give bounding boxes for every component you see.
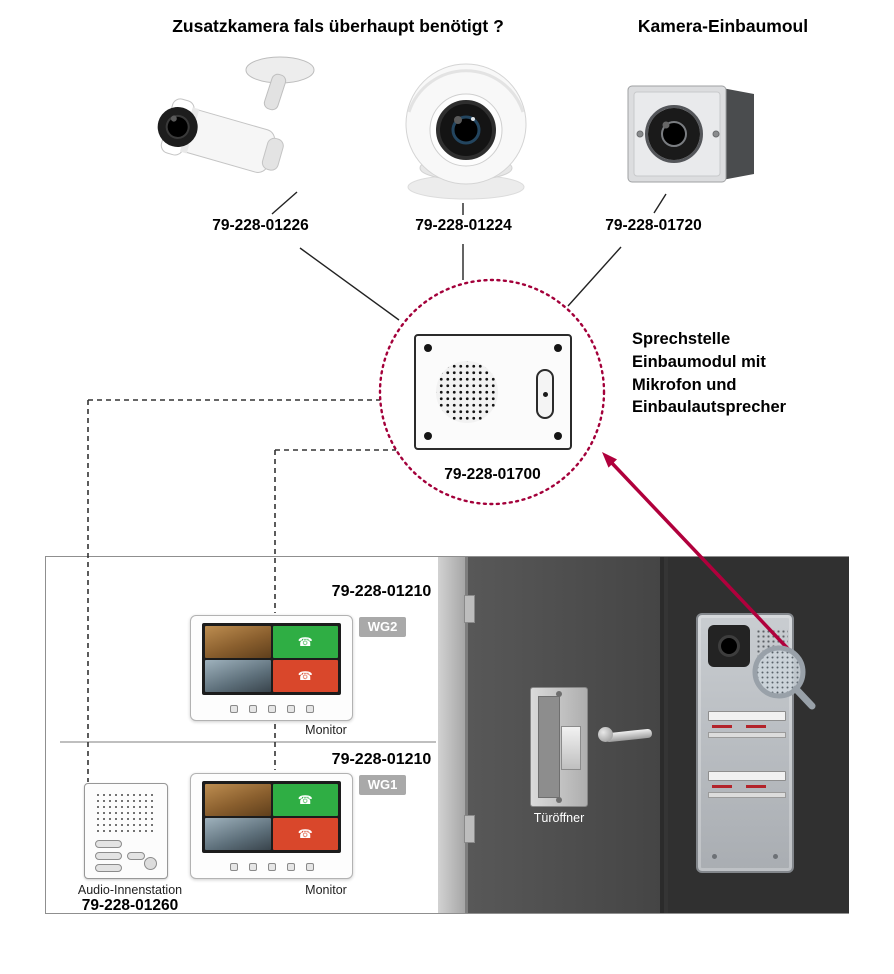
screw-icon [773,854,778,859]
hinge-icon [464,815,475,843]
audio-station-caption: Audio-Innenstation [77,883,183,897]
part-number-audio-station: 79-228-01260 [81,897,179,914]
call-button [708,792,786,798]
monitor-caption: Monitor [305,723,347,737]
phone-icon: ☎ [297,669,313,683]
door-frame [438,557,468,913]
monitor-touch-buttons [191,705,352,713]
monitor-button-icon [305,863,314,871]
nameplate-accents [708,725,786,728]
monitor-screen: ☎ ☎ [202,781,341,853]
indoor-monitor-wg1: ☎ ☎ [190,773,353,879]
microphone-hole-icon [542,391,548,397]
part-number-monitor-wg2: 79-228-01210 [331,583,432,600]
phone-icon: ☎ [297,635,313,649]
camera-view-tile [205,626,271,658]
monitor-button-icon [229,863,238,871]
flush-camera-drawing [627,85,754,183]
screw-icon [712,854,717,859]
answer-call-tile: ☎ [272,626,338,658]
part-number-monitor-wg1: 79-228-01210 [331,751,432,768]
nameplate [708,711,786,721]
description-line: Einbaumodul mit [632,352,766,371]
strike-latch [561,726,581,770]
camera-view-tile [205,660,271,692]
call-button-row [708,771,786,798]
monitor-button-icon [229,705,238,713]
end-call-tile: ☎ [272,818,338,850]
part-number-dome-camera: 79-228-01224 [415,217,512,234]
speaker-grille [436,361,498,423]
flush-camera-module-illustration [622,78,764,190]
description-line: Sprechstelle [632,330,731,348]
door-opener-label: Türöffner [533,811,585,825]
camera-view-tile [205,818,271,850]
station-button [127,852,145,860]
door-station-panel [696,613,794,873]
title-camera-module: Kamera-Einbaumoul [637,16,809,36]
monitor-touch-buttons [191,863,352,871]
apartment-badge-wg2: WG2 [359,617,406,637]
microphone-slot [536,369,554,419]
entrance-door-photo: Türöffner [438,557,849,913]
phone-icon: ☎ [297,793,313,807]
call-button-row [708,711,786,738]
door-handle-rosette [598,727,613,742]
part-number-bullet-camera: 79-228-01226 [212,217,309,234]
red-accent [746,725,766,728]
red-accent [746,785,766,788]
camera-view-tile [205,784,271,816]
station-button [95,864,122,872]
monitor-caption: Monitor [305,883,347,897]
indoor-system-panel: 79-228-01210 ☎ ☎ WG2 Monitor [45,556,849,914]
part-number-speech-module: 79-228-01700 [444,466,541,483]
station-button [95,840,122,848]
screw-icon [554,432,562,440]
monitor-button-icon [248,705,257,713]
indoor-monitor-wg2: ☎ ☎ [190,615,353,721]
answer-call-tile: ☎ [272,784,338,816]
monitor-button-icon [305,705,314,713]
speech-module-description: Sprechstelle Einbaumodul mit Mikrofon un… [632,328,786,419]
door-station-camera [708,625,750,667]
screw-icon [556,691,562,697]
screw-icon [424,344,432,352]
camera-lens-icon [718,635,740,657]
end-call-tile: ☎ [272,660,338,692]
nameplate [708,771,786,781]
monitor-button-icon [286,863,295,871]
screw-icon [554,344,562,352]
nameplate-accents [708,785,786,788]
bullet-camera-drawing [157,56,315,173]
screw-icon [556,797,562,803]
title-extra-camera: Zusatzkamera fals überhaupt benötigt ? [172,16,504,36]
description-line: Einbaulautsprecher [632,398,787,417]
red-accent [712,785,732,788]
apartment-badge-wg1: WG1 [359,775,406,795]
panel-divider [60,741,436,743]
audio-indoor-station [84,783,168,879]
phone-icon: ☎ [297,827,313,841]
electric-door-strike [530,687,588,807]
call-button [708,732,786,738]
monitor-button-icon [248,863,257,871]
dome-camera-drawing [405,63,527,200]
door-open-key-icon [144,857,157,870]
station-button [95,852,122,860]
screw-icon [424,432,432,440]
monitor-screen: ☎ ☎ [202,623,341,695]
hinge-icon [464,595,475,623]
monitor-button-icon [267,863,276,871]
monitor-button-icon [267,705,276,713]
speaker-grille [95,792,157,834]
door-station-speaker-grille [756,629,788,663]
speech-module-device [414,334,572,450]
monitor-button-icon [286,705,295,713]
dome-camera-illustration [392,50,540,202]
red-accent [712,725,732,728]
part-number-camera-module: 79-228-01720 [605,217,702,234]
bullet-camera-illustration [152,50,327,205]
strike-cutout [538,696,560,798]
description-line: Mikrofon und [632,375,737,394]
